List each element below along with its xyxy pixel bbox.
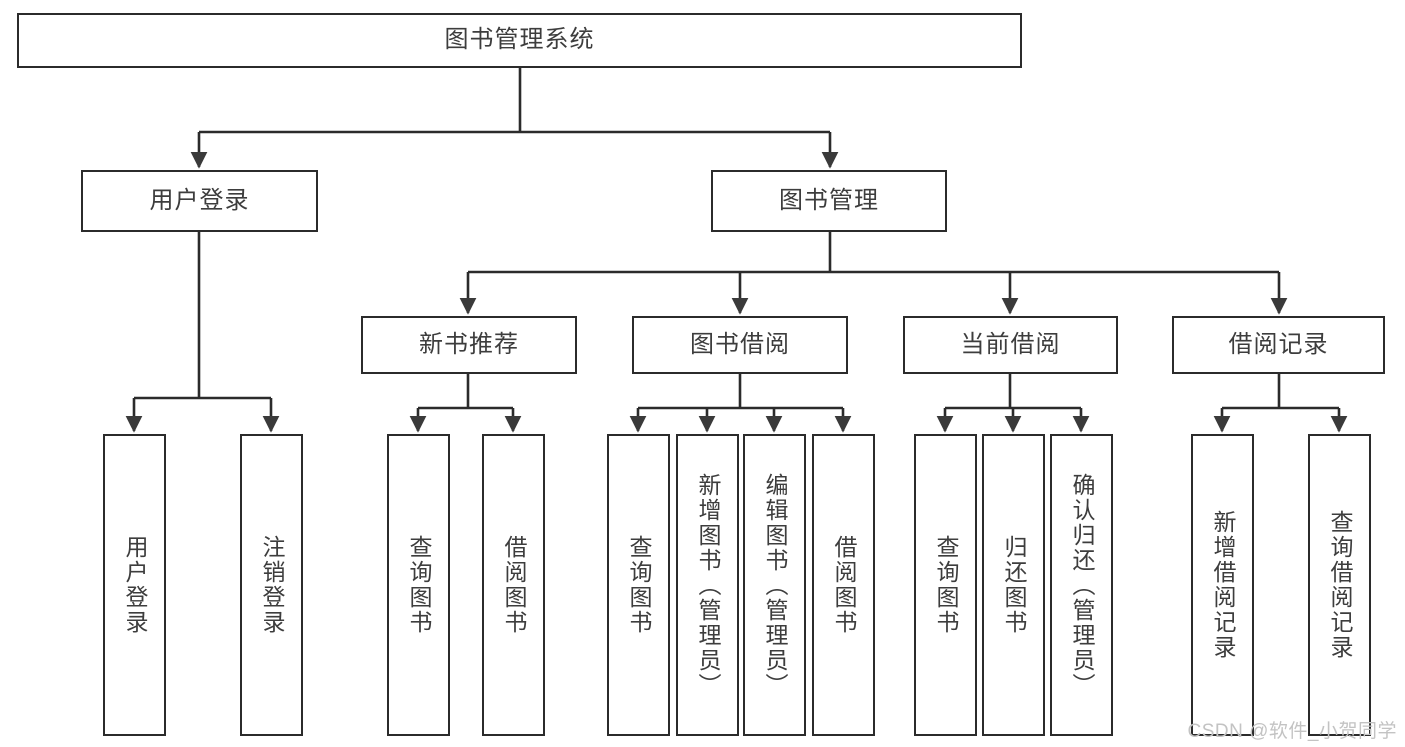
leaf-borrow-record-query-label: 查询借阅记录 <box>1327 510 1354 660</box>
leaf-book-borrow-edit-book-label: 编辑图书（管理员） <box>762 472 789 698</box>
leaf-current-borrow-query-book[interactable]: 查询图书 <box>914 434 977 736</box>
leaf-borrow-record-add[interactable]: 新增借阅记录 <box>1191 434 1254 736</box>
leaf-user-login[interactable]: 用户登录 <box>103 434 166 736</box>
node-borrow-record[interactable]: 借阅记录 <box>1172 316 1385 374</box>
leaf-new-book-query-book[interactable]: 查询图书 <box>387 434 450 736</box>
node-book-management[interactable]: 图书管理 <box>711 170 947 232</box>
leaf-book-borrow-add-book[interactable]: 新增图书（管理员） <box>676 434 739 736</box>
leaf-new-book-borrow-book[interactable]: 借阅图书 <box>482 434 545 736</box>
leaf-current-borrow-return-book[interactable]: 归还图书 <box>982 434 1045 736</box>
leaf-book-borrow-query-book-label: 查询图书 <box>626 535 653 635</box>
node-book-management-label: 图书管理 <box>779 186 879 214</box>
leaf-current-borrow-confirm-return[interactable]: 确认归还（管理员） <box>1050 434 1113 736</box>
node-root-book-management-system[interactable]: 图书管理系统 <box>17 13 1022 68</box>
leaf-new-book-borrow-book-label: 借阅图书 <box>501 535 528 635</box>
leaf-borrow-record-add-label: 新增借阅记录 <box>1210 510 1237 660</box>
leaf-current-borrow-return-book-label: 归还图书 <box>1001 535 1028 635</box>
node-root-label: 图书管理系统 <box>444 26 595 54</box>
leaf-book-borrow-add-book-label: 新增图书（管理员） <box>695 472 722 698</box>
node-user-login[interactable]: 用户登录 <box>81 170 318 232</box>
node-borrow-record-label: 借阅记录 <box>1228 330 1329 358</box>
leaf-new-book-query-book-label: 查询图书 <box>406 535 433 635</box>
leaf-book-borrow-query-book[interactable]: 查询图书 <box>607 434 670 736</box>
leaf-book-borrow-borrow-book[interactable]: 借阅图书 <box>812 434 875 736</box>
node-book-borrow-label: 图书借阅 <box>690 330 790 358</box>
node-current-borrow-label: 当前借阅 <box>960 330 1061 358</box>
leaf-book-borrow-borrow-book-label: 借阅图书 <box>831 535 858 635</box>
watermark: CSDN @软件_小贺同学 <box>1187 721 1397 742</box>
leaf-current-borrow-query-book-label: 查询图书 <box>933 535 960 635</box>
leaf-borrow-record-query[interactable]: 查询借阅记录 <box>1308 434 1371 736</box>
node-user-login-label: 用户登录 <box>149 186 250 214</box>
node-book-borrow[interactable]: 图书借阅 <box>632 316 848 374</box>
node-current-borrow[interactable]: 当前借阅 <box>903 316 1118 374</box>
leaf-user-login-label: 用户登录 <box>122 535 149 635</box>
leaf-logout[interactable]: 注销登录 <box>240 434 303 736</box>
leaf-logout-label: 注销登录 <box>259 535 286 635</box>
leaf-book-borrow-edit-book[interactable]: 编辑图书（管理员） <box>743 434 806 736</box>
node-new-book-recommend[interactable]: 新书推荐 <box>361 316 577 374</box>
node-new-book-recommend-label: 新书推荐 <box>419 330 519 358</box>
leaf-current-borrow-confirm-return-label: 确认归还（管理员） <box>1069 472 1096 698</box>
